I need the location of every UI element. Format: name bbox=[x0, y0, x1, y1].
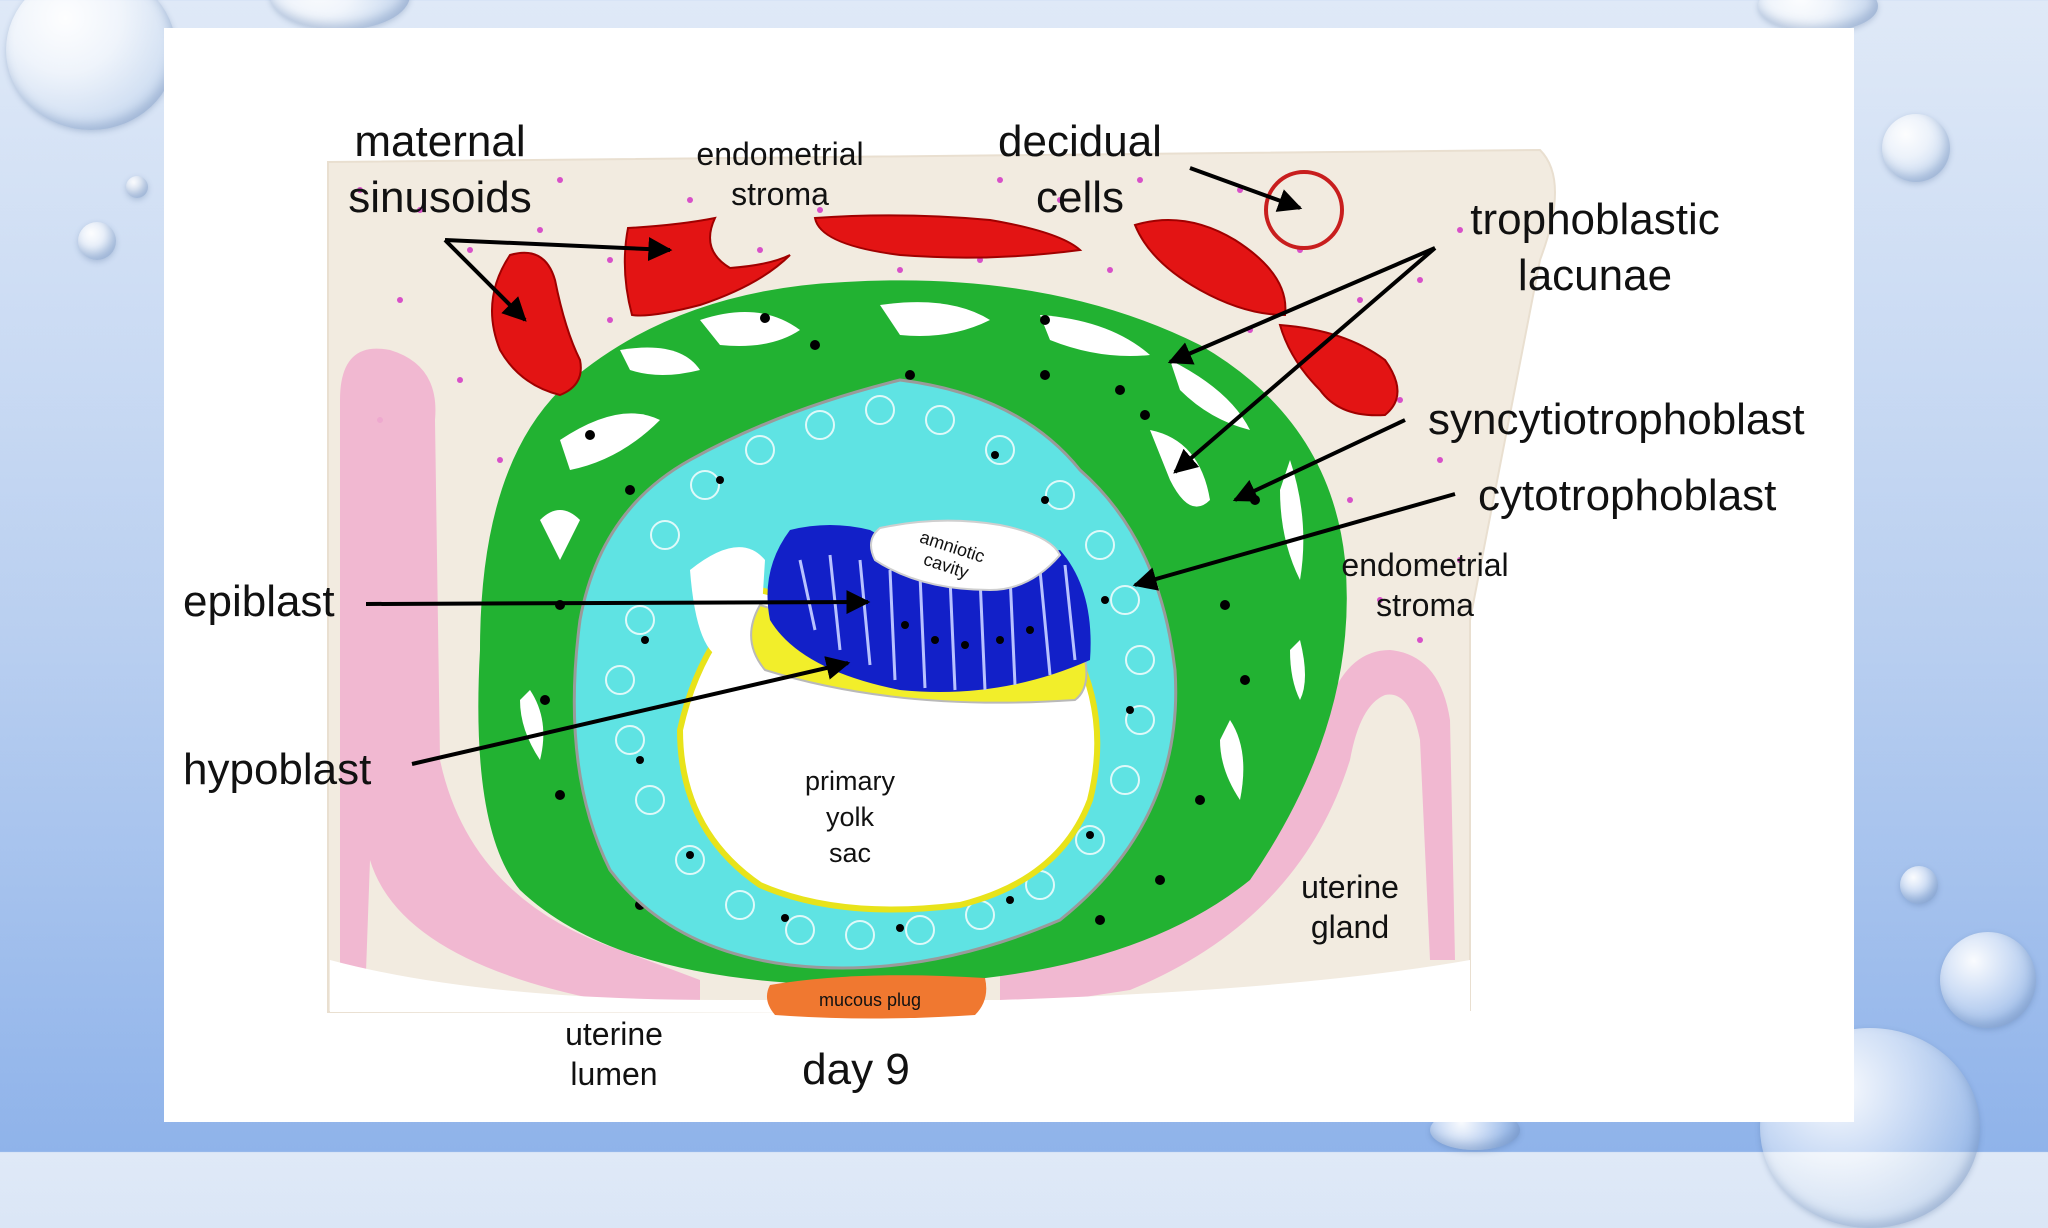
label-decidual-cells: decidual cells bbox=[998, 117, 1162, 222]
label-trophoblastic-lacunae: trophoblastic lacunae bbox=[1470, 195, 1719, 300]
label-sinusoids-line2: sinusoids bbox=[348, 173, 531, 222]
label-uterine-lumen-line1: uterine bbox=[565, 1016, 663, 1052]
cytotrophoblast-cells bbox=[605, 395, 1155, 950]
annotation-arrows bbox=[365, 166, 1456, 766]
label-gland-line2: gland bbox=[1311, 909, 1389, 945]
mucous-plug bbox=[766, 975, 987, 1019]
label-syncytiotrophoblast: syncytiotrophoblast bbox=[1428, 395, 1805, 444]
uterine-gland-right bbox=[1000, 650, 1455, 1010]
label-lacunae-line2: lacunae bbox=[1518, 251, 1672, 300]
embryo-diagram: maternal sinusoids endometrial stroma de… bbox=[183, 117, 1805, 1094]
cytotrophoblast-nuclei bbox=[636, 451, 1134, 932]
label-epiblast: epiblast bbox=[183, 577, 335, 626]
epiblast-cell-lines bbox=[798, 554, 1077, 691]
label-decidual-line1: decidual bbox=[998, 117, 1162, 166]
label-stroma-line2: stroma bbox=[731, 176, 829, 212]
label-endometrial-line1: endometrial bbox=[696, 136, 863, 172]
label-uterine-gland: uterine gland bbox=[1301, 869, 1399, 945]
label-cytotrophoblast: cytotrophoblast bbox=[1478, 471, 1776, 520]
label-lumen-line2: lumen bbox=[570, 1056, 657, 1092]
decor-bubble bbox=[1900, 866, 1938, 904]
label-stroma-right-line2: stroma bbox=[1376, 587, 1474, 623]
decor-bubble bbox=[126, 176, 148, 198]
label-maternal-sinusoids: maternal sinusoids bbox=[348, 117, 531, 222]
label-mucous-plug: mucous plug bbox=[819, 990, 921, 1010]
label-endometrial-stroma-right: endometrial stroma bbox=[1341, 547, 1508, 623]
label-endometrial-stroma-top: endometrial stroma bbox=[696, 136, 863, 212]
label-uterine-lumen: uterine lumen bbox=[565, 1016, 663, 1092]
label-maternal-line1: maternal bbox=[354, 117, 525, 166]
stroma-speckles bbox=[357, 177, 1463, 643]
label-trophoblastic-line1: trophoblastic bbox=[1470, 195, 1719, 244]
decor-bubble bbox=[1940, 932, 2036, 1028]
uterine-lumen bbox=[330, 960, 1470, 1012]
label-primary-line1: primary bbox=[805, 766, 896, 796]
decor-bubble bbox=[78, 222, 116, 260]
amniotic-cavity bbox=[870, 519, 1062, 592]
decor-bubble bbox=[1882, 114, 1950, 182]
decor-bubble bbox=[6, 0, 176, 130]
label-hypoblast: hypoblast bbox=[183, 745, 371, 794]
label-uterine-gland-line1: uterine bbox=[1301, 869, 1399, 905]
label-cells-line2: cells bbox=[1036, 173, 1124, 222]
label-endometrial-right-line1: endometrial bbox=[1341, 547, 1508, 583]
uterine-gland-left bbox=[340, 348, 700, 1010]
label-primary-yolk-sac: primary yolk sac bbox=[805, 766, 896, 868]
label-sac-line3: sac bbox=[829, 838, 871, 868]
decidual-cell-marker bbox=[1264, 170, 1344, 250]
diagram-title: day 9 bbox=[802, 1045, 910, 1094]
label-yolk-line2: yolk bbox=[826, 802, 875, 832]
epiblast-nuclei bbox=[901, 621, 1034, 649]
